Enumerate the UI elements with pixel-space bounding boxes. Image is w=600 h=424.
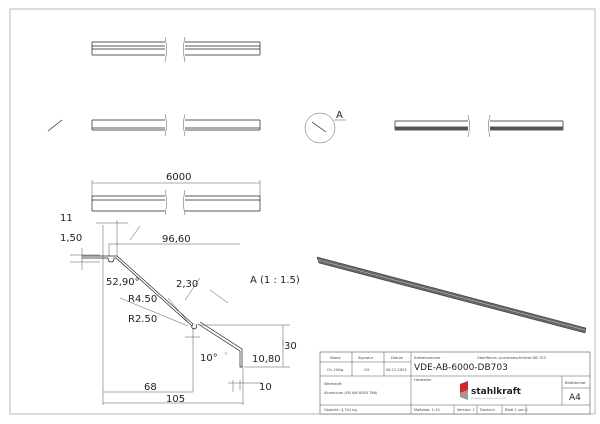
isometric-view: [316, 256, 587, 334]
sheet-format-label: Blattformat: [565, 381, 586, 385]
drawn-by: Ch. Hillig: [327, 368, 343, 372]
material-label: Werkstoff:: [324, 382, 342, 386]
length-view: 6000: [91, 172, 261, 216]
right-view: [394, 114, 564, 138]
top-view: [91, 36, 261, 63]
front-view: [47, 113, 261, 137]
side-view-profile: [47, 119, 63, 132]
stahlkraft-logo: stahlkraft Metallbau und Geländerbau Gmb…: [460, 381, 522, 400]
dim-30: 30: [284, 341, 297, 352]
dim-68: 68: [144, 382, 157, 393]
detail-label: A: [336, 110, 343, 121]
dim-r2-50: R2.50: [128, 314, 157, 325]
dim-r4-50: R4.50: [128, 294, 157, 305]
dim-10: 10: [259, 382, 272, 393]
name-label: Name: [330, 356, 341, 360]
drawing-frame: [9, 8, 596, 415]
dim-10-80: 10,80: [252, 354, 281, 365]
dim-105: 105: [166, 394, 185, 405]
logo-text: stahlkraft: [471, 387, 522, 397]
surface-finish: Oberfläche: pulverbeschichtet DB 703: [477, 356, 546, 360]
signature: CH: [364, 368, 370, 372]
artikelnummer-label: Artikelnummer: [414, 356, 441, 360]
dim-angle-52-90: 52,90°: [106, 277, 140, 288]
dim-1-50: 1,50: [60, 233, 82, 244]
manufacturer-label: Hersteller: [414, 378, 432, 382]
dim-96-60: 96,60: [162, 234, 191, 245]
profile-detail: 11 1,50 96,60 52,90° 2,30 R4.50 R2.50 A …: [60, 213, 300, 405]
title-block: Name Signatur Datum Ch. Hillig CH 06.12.…: [319, 351, 591, 415]
dim-11: 11: [60, 213, 73, 224]
logo-subtitle: Metallbau und Geländerbau GmbH: [471, 397, 506, 400]
date: 06.12.2023: [386, 368, 407, 372]
scale: Maßstab: 1:15: [414, 408, 440, 412]
dim-2-30: 2,30: [176, 279, 198, 290]
dim-overall-length: 6000: [166, 172, 191, 183]
sheet-number: Blatt 1 von 1: [505, 408, 528, 412]
detail-title: A (1 : 1.5): [250, 275, 300, 286]
sheet-format: A4: [569, 393, 581, 403]
datum-label: Datum: [391, 356, 404, 360]
material: Aluminium (EN AW 6063 T66): [324, 391, 378, 395]
weight: Gewicht: 4,741 kg: [324, 408, 357, 412]
signatur-label: Signatur: [358, 356, 374, 360]
language: Deutsch: [480, 408, 495, 412]
dim-angle-10: 10°: [200, 353, 218, 364]
article-number: VDE-AB-6000-DB703: [414, 363, 508, 373]
version: Version: 1: [457, 408, 475, 412]
detail-marker: A: [304, 110, 346, 144]
